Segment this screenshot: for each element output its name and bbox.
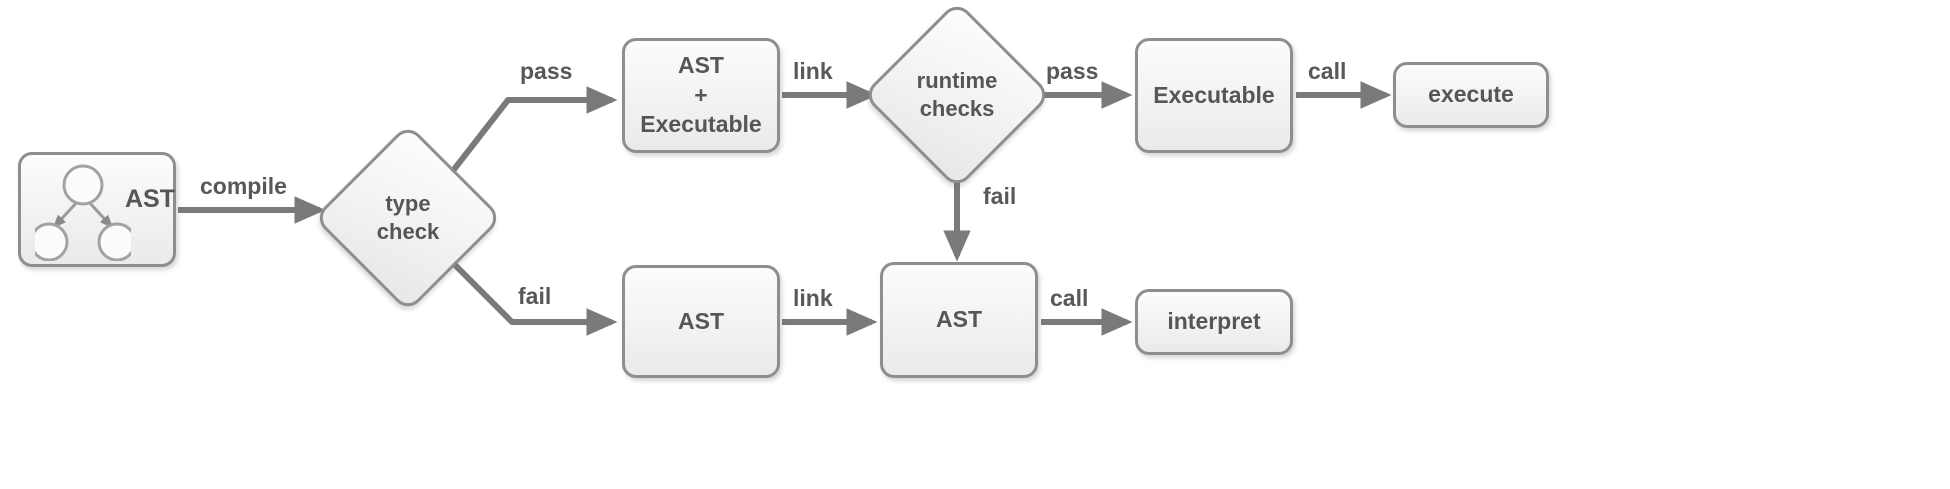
ast-tree-icon xyxy=(35,164,131,261)
node-ast-input[interactable]: AST xyxy=(18,152,176,267)
node-interpret[interactable]: interpret xyxy=(1135,289,1293,355)
node-interpret-label: interpret xyxy=(1167,308,1261,335)
node-executable[interactable]: Executable xyxy=(1135,38,1293,153)
node-ast-input-label: AST xyxy=(125,185,175,213)
edge-label-compile: compile xyxy=(200,173,287,199)
node-ast-fail[interactable]: AST xyxy=(622,265,780,378)
edge-label-pass-typecheck: pass xyxy=(520,58,573,84)
edge-label-call-top: call xyxy=(1308,58,1347,84)
node-ast-executable[interactable]: AST + Executable xyxy=(622,38,780,153)
edge-label-fail-typecheck: fail xyxy=(518,283,552,309)
node-type-check-label: type check xyxy=(376,190,440,244)
edge-label-pass-runtime: pass xyxy=(1046,58,1099,84)
node-type-check[interactable]: type check xyxy=(313,123,503,313)
node-execute-label: execute xyxy=(1428,81,1514,108)
node-ast-fail-label: AST xyxy=(678,307,724,334)
node-ast-linked-label: AST xyxy=(936,306,982,333)
edge-label-link-bottom: link xyxy=(793,285,833,311)
node-ast-linked[interactable]: AST xyxy=(880,262,1038,378)
node-ast-executable-label: AST + Executable xyxy=(640,51,762,138)
node-runtime-checks-label: runtime checks xyxy=(916,67,998,121)
node-execute[interactable]: execute xyxy=(1393,62,1549,128)
edge-label-link-top: link xyxy=(793,58,833,84)
node-executable-label: Executable xyxy=(1153,81,1275,108)
edge-label-fail-runtime: fail xyxy=(983,183,1017,209)
edge-fail-typecheck xyxy=(449,259,618,336)
edge-label-call-bottom: call xyxy=(1050,285,1089,311)
node-runtime-checks[interactable]: runtime checks xyxy=(862,0,1052,190)
edge-pass-typecheck xyxy=(449,86,618,174)
